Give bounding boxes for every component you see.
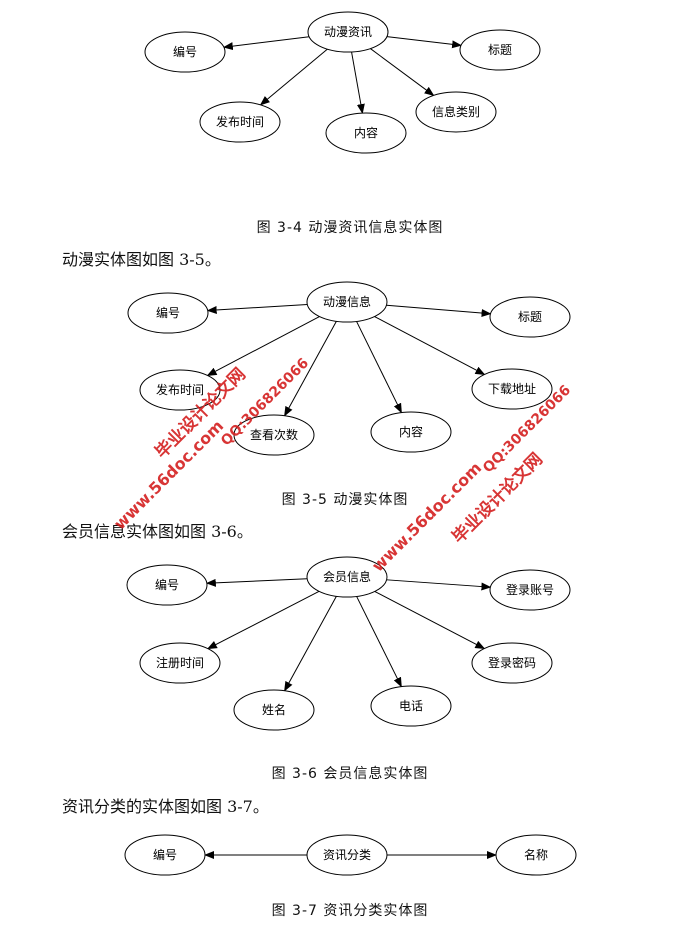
relation-arrow [284,596,337,692]
attribute-node-ellipse [233,689,315,731]
relation-arrow [356,321,402,414]
entity-node-label: 会员信息 [323,569,371,584]
attribute-node-label: 姓名 [262,702,286,717]
entity-node-label: 动漫信息 [323,294,371,309]
attribute-node-ellipse [489,569,571,611]
relation-arrow [386,36,463,49]
attribute-node-label: 编号 [156,305,180,320]
relation-arrow [259,48,328,106]
entity-node-label: 资讯分类 [323,848,371,862]
attribute-node-label: 注册时间 [156,655,204,670]
attribute-node-ellipse [199,101,281,143]
relation-arrow [386,579,492,591]
entity-node-ellipse [306,281,388,323]
relation-arrow [206,316,320,376]
relation-arrow [374,316,486,375]
entity-node-ellipse [306,834,388,876]
attribute-node-label: 下载地址 [488,382,536,396]
attribute-node-label: 内容 [399,424,423,439]
entity-node-label: 动漫资讯 [324,25,372,39]
relation-arrow [222,36,310,51]
attribute-node-label: 信息类别 [432,104,480,119]
relation-arrow [356,596,402,688]
figure-caption-3-5: 图 3-5 动漫实体图 [281,492,409,508]
relation-arrow [374,590,486,650]
attribute-node-label: 标题 [488,43,512,57]
attribute-node-label: 发布时间 [216,114,264,129]
attribute-node-label: 发布时间 [156,382,204,397]
attribute-node-ellipse [127,292,209,334]
figure-caption-3-4: 图 3-4 动漫资讯信息实体图 [256,220,444,236]
attribute-node-ellipse [124,834,206,876]
paragraph-3-7: 资讯分类的实体图如图 3-7。 [62,797,269,816]
attribute-node-ellipse [139,369,221,411]
attribute-node-label: 标题 [518,310,542,324]
entity-node-ellipse [307,11,389,53]
attribute-node-ellipse [489,296,571,338]
paragraph-3-6: 会员信息实体图如图 3-6。 [62,522,253,541]
attribute-node-label: 编号 [173,44,197,59]
attribute-node-ellipse [325,112,407,154]
relation-arrow [351,51,365,115]
attribute-node-ellipse [415,91,497,133]
figure-caption-3-6: 图 3-6 会员信息实体图 [271,766,429,782]
attribute-node-label: 编号 [155,577,179,592]
relation-arrow [284,321,337,417]
attribute-node-ellipse [471,642,553,684]
entity-node-ellipse [306,556,388,598]
attribute-node-ellipse [144,31,226,73]
relation-arrow [206,590,320,650]
attribute-node-label: 编号 [153,847,177,862]
attribute-node-ellipse [370,411,452,453]
relation-arrow [205,578,308,587]
attribute-node-ellipse [139,642,221,684]
paragraph-3-5: 动漫实体图如图 3-5。 [62,250,221,269]
attribute-node-ellipse [459,29,541,71]
attribute-node-ellipse [495,834,577,876]
figure-caption-3-7: 图 3-7 资讯分类实体图 [271,903,429,919]
relation-arrow [206,303,308,315]
attribute-node-label: 登录密码 [488,655,536,670]
attribute-node-ellipse [370,685,452,727]
attribute-node-label: 内容 [354,125,378,140]
relation-arrow [386,304,492,318]
attribute-node-ellipse [233,414,315,456]
attribute-node-ellipse [471,368,553,410]
attribute-node-label: 电话 [399,699,423,713]
attribute-node-ellipse [126,564,208,606]
relation-arrow [370,48,435,97]
attribute-node-label: 查看次数 [250,427,298,442]
attribute-node-label: 登录账号 [506,582,554,597]
attribute-node-label: 名称 [524,847,548,862]
